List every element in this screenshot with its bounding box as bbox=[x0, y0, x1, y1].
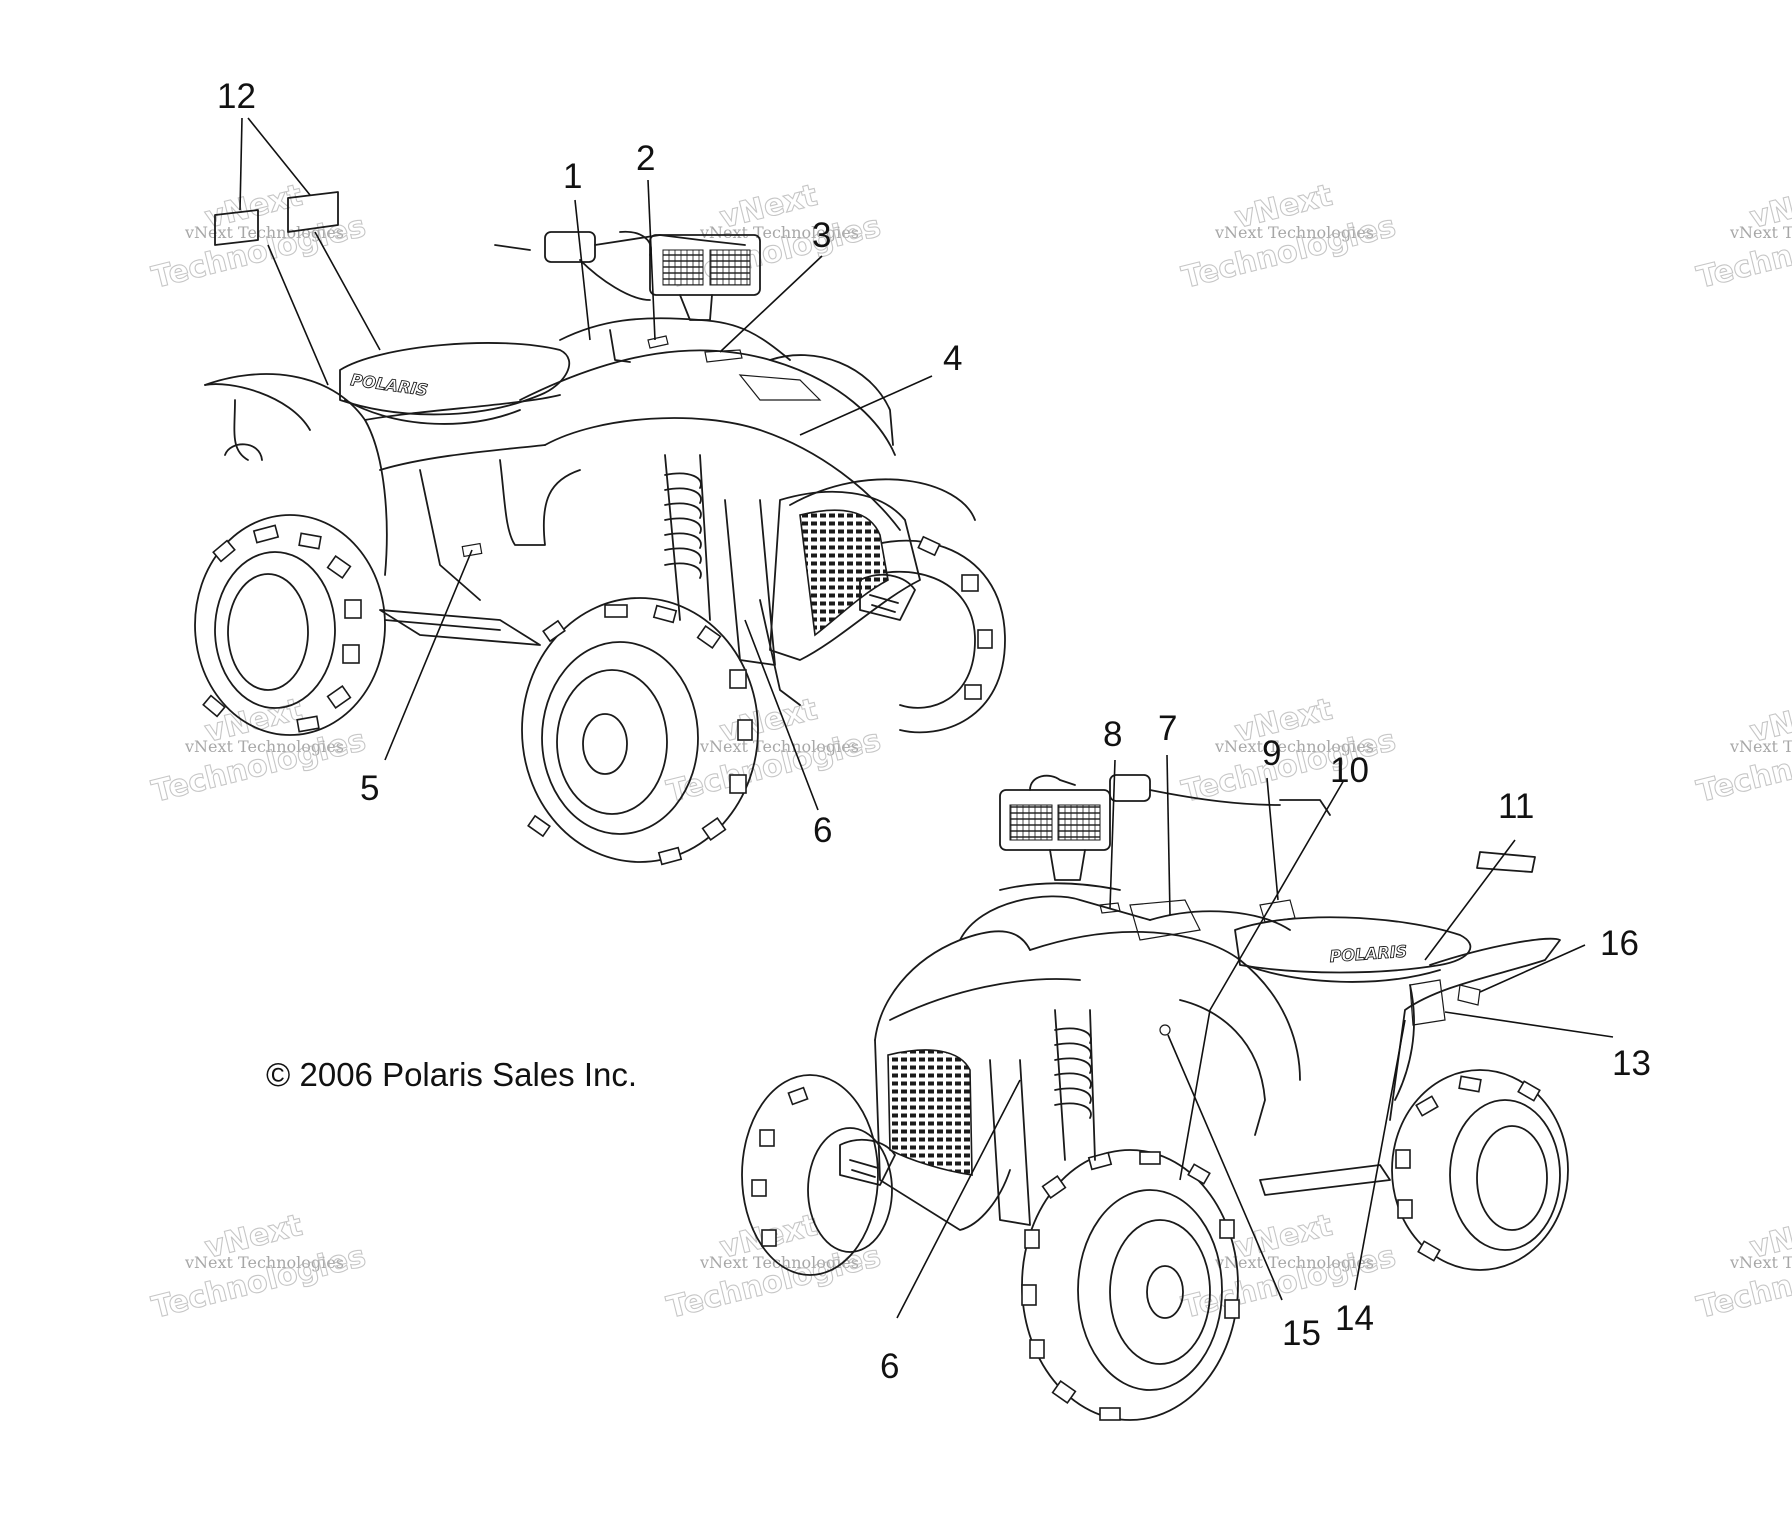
svg-text:vNext Technologies: vNext Technologies bbox=[184, 1253, 344, 1272]
svg-text:vNext Technologies: vNext Technologies bbox=[1729, 737, 1792, 756]
svg-text:vNext Technologies: vNext Technologies bbox=[184, 223, 344, 242]
callout-16: 16 bbox=[1600, 924, 1639, 963]
left-front-wheel-back bbox=[741, 1074, 893, 1276]
callout-7: 7 bbox=[1158, 709, 1177, 748]
svg-text:vNext Technologies: vNext Technologies bbox=[699, 223, 859, 242]
svg-text:vNext Technologies: vNext Technologies bbox=[699, 737, 859, 756]
watermark: vNext vNext Technologies Technologies bbox=[148, 1207, 370, 1326]
front-left-wheel bbox=[521, 597, 759, 866]
watermark: vNext vNext Technologies Technologies bbox=[1693, 691, 1792, 810]
callout-6-bottom: 6 bbox=[880, 1347, 899, 1386]
callout-2: 2 bbox=[636, 139, 655, 178]
decal-12-left bbox=[214, 209, 259, 246]
atv-front-view: POLARIS bbox=[741, 774, 1569, 1421]
svg-text:vNext Technologies: vNext Technologies bbox=[1729, 1253, 1792, 1272]
body-panels: POLARIS bbox=[204, 342, 976, 706]
callout-12: 12 bbox=[217, 77, 256, 116]
decal-4 bbox=[738, 374, 822, 401]
rear-right-wheel bbox=[839, 535, 1006, 734]
callout-10: 10 bbox=[1330, 751, 1369, 790]
handlebar-headlight-2 bbox=[999, 774, 1331, 891]
callout-6-top: 6 bbox=[813, 811, 832, 850]
copyright-notice: © 2006 Polaris Sales Inc. bbox=[266, 1056, 637, 1093]
svg-text:vNext Technologies: vNext Technologies bbox=[1729, 223, 1792, 242]
rear-left-wheel bbox=[194, 514, 386, 736]
callout-8: 8 bbox=[1103, 715, 1122, 754]
callout-1: 1 bbox=[563, 157, 582, 196]
watermark: vNext vNext Technologies Technologies bbox=[1693, 1207, 1792, 1326]
callout-4: 4 bbox=[943, 339, 962, 378]
decal-2 bbox=[647, 335, 669, 349]
seat-polaris-decal-2: POLARIS bbox=[1329, 941, 1409, 966]
svg-text:vNext Technologies: vNext Technologies bbox=[1214, 1253, 1374, 1272]
callout-5: 5 bbox=[360, 769, 379, 808]
svg-text:vNext Technologies: vNext Technologies bbox=[184, 737, 344, 756]
callout-numbers: 12 1 2 3 4 5 6 8 7 9 10 11 16 13 15 14 6 bbox=[217, 77, 1651, 1386]
svg-text:POLARIS: POLARIS bbox=[1329, 942, 1408, 966]
decal-7 bbox=[1129, 899, 1201, 941]
decal-8 bbox=[1099, 902, 1121, 914]
callout-3: 3 bbox=[812, 216, 831, 255]
body-panels-front: POLARIS bbox=[839, 895, 1561, 1231]
svg-text:vNext Technologies: vNext Technologies bbox=[1214, 223, 1374, 242]
svg-text:POLARIS: POLARIS bbox=[349, 370, 429, 400]
callout-9: 9 bbox=[1262, 734, 1281, 773]
callout-13: 13 bbox=[1612, 1044, 1651, 1083]
atv-rear-view: POLARIS bbox=[194, 191, 1006, 866]
svg-text:vNext Technologies: vNext Technologies bbox=[699, 1253, 859, 1272]
watermark: vNext vNext Technologies Technologies bbox=[1693, 177, 1792, 296]
callout-14: 14 bbox=[1335, 1299, 1374, 1338]
callout-15: 15 bbox=[1282, 1314, 1321, 1353]
decal-12-right bbox=[287, 191, 339, 233]
front-right-wheel bbox=[1021, 1149, 1240, 1421]
decal-11 bbox=[1476, 851, 1536, 873]
svg-text:vNext Technologies: vNext Technologies bbox=[1214, 737, 1374, 756]
watermark: vNext vNext Technologies Technologies bbox=[663, 1207, 885, 1326]
handlebar-headlight bbox=[494, 230, 791, 363]
watermark: vNext vNext Technologies Technologies bbox=[1178, 177, 1400, 296]
decal-3 bbox=[704, 349, 743, 363]
leader-lines bbox=[239, 117, 1614, 1319]
callout-11: 11 bbox=[1498, 787, 1534, 826]
seat-polaris-decal: POLARIS bbox=[349, 370, 429, 401]
decal-9 bbox=[1259, 899, 1296, 923]
watermark: vNext vNext Technologies Technologies bbox=[148, 691, 370, 810]
right-rear-wheel bbox=[1391, 1069, 1569, 1271]
